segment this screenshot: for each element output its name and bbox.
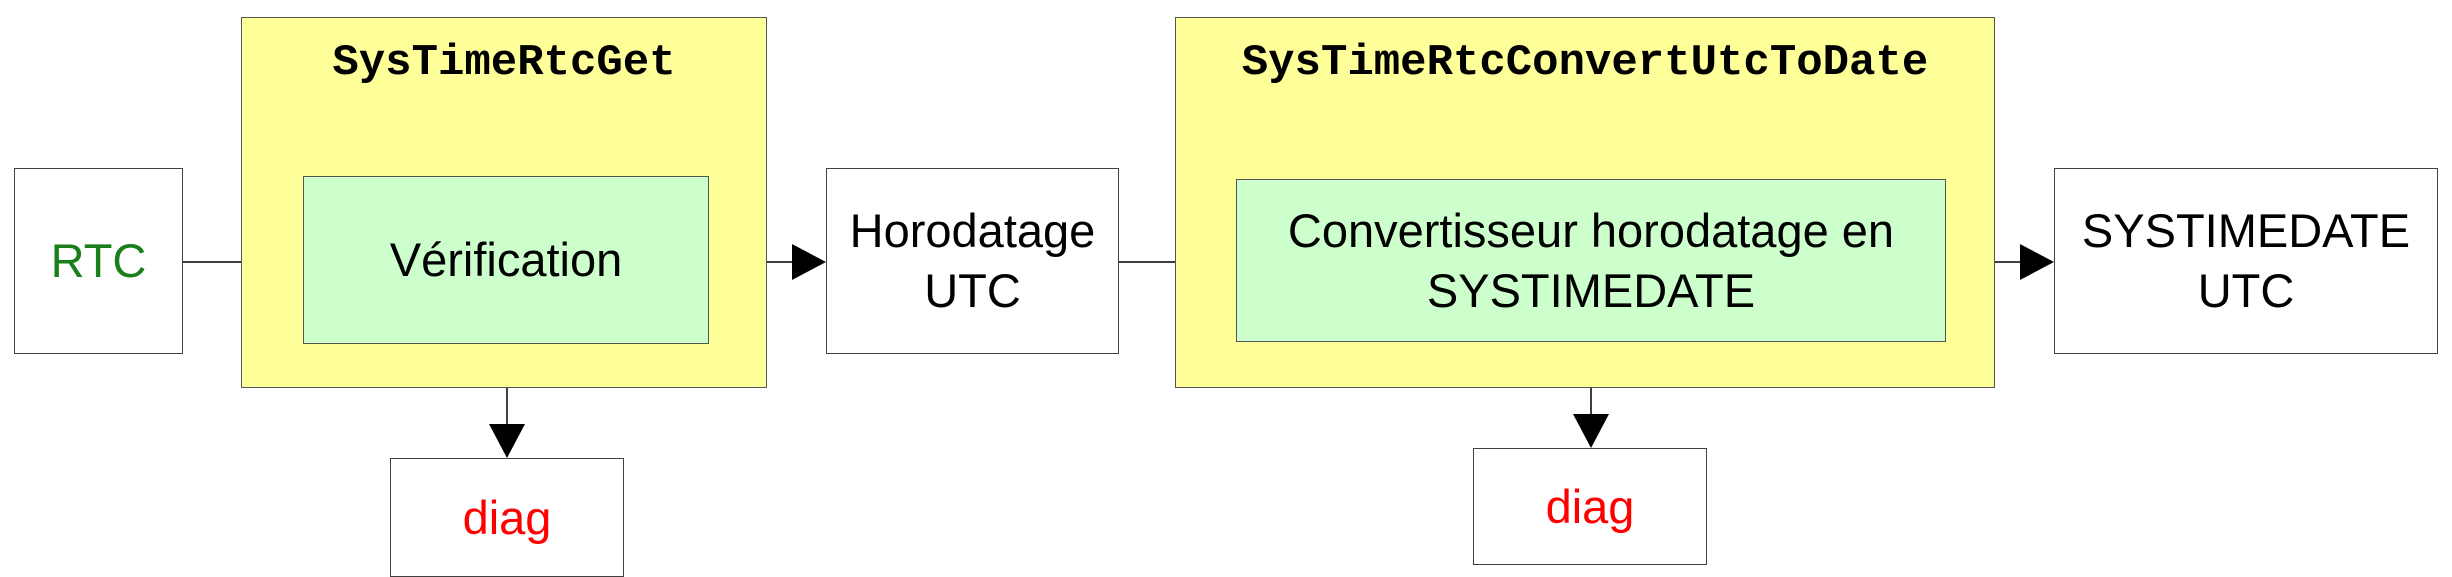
diag-right-box: diag [1473, 448, 1707, 565]
systimertcget-title: SysTimeRtcGet [332, 38, 676, 88]
rtc-label: RTC [50, 234, 147, 287]
verification-box: Vérification [303, 176, 709, 344]
diag-left-label: diag [462, 490, 552, 544]
convertisseur-box: Convertisseur horodatage en SYSTIMEDATE [1236, 179, 1946, 342]
systimedate-utc-box: SYSTIMEDATE UTC [2054, 168, 2438, 354]
verification-label: Vérification [389, 233, 623, 286]
diag-left-box: diag [390, 458, 624, 577]
convertisseur-label: Convertisseur horodatage en SYSTIMEDATE [1287, 203, 1895, 317]
systimertcconvert-title: SysTimeRtcConvertUtcToDate [1241, 38, 1929, 88]
systimedate-utc-label: SYSTIMEDATE UTC [2081, 204, 2411, 317]
horodatage-utc-label: Horodatage UTC [849, 204, 1096, 317]
diag-right-label: diag [1545, 479, 1635, 533]
rtc-box: RTC [14, 168, 183, 354]
horodatage-utc-box: Horodatage UTC [826, 168, 1119, 354]
